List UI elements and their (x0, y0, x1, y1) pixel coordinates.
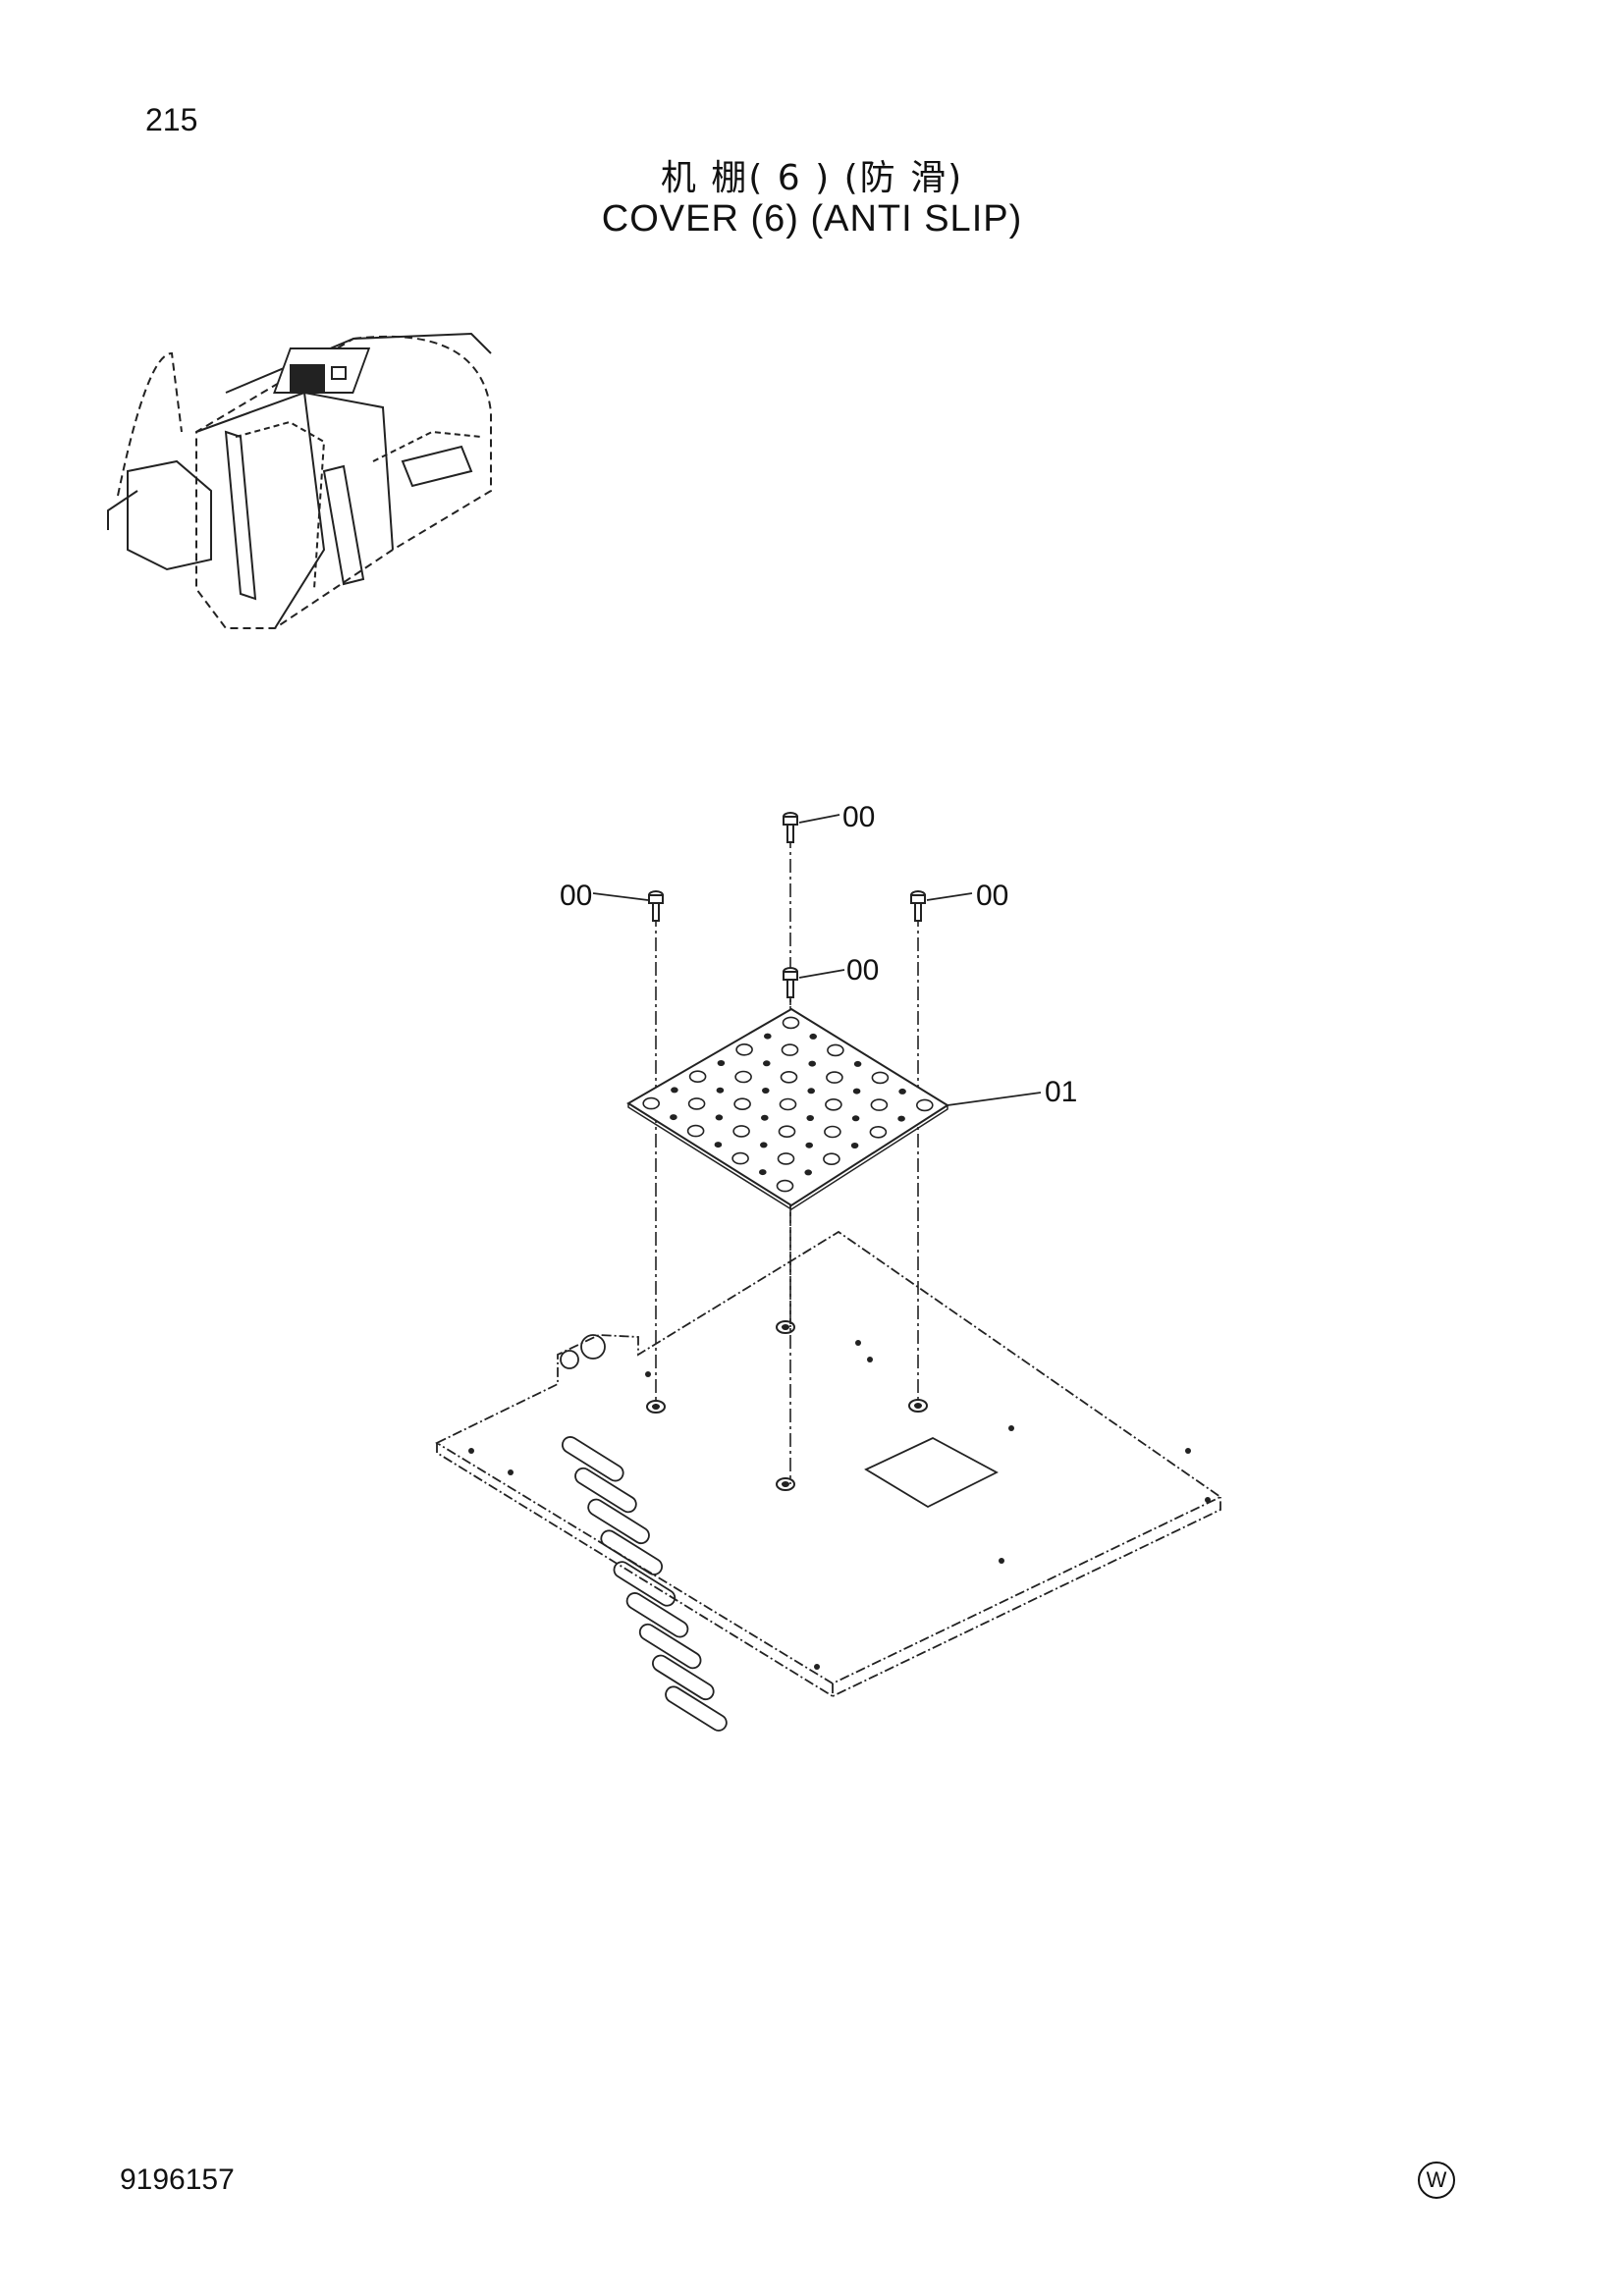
dimple-hole (716, 1087, 725, 1094)
callout-bolt-left: 00 (560, 880, 592, 912)
dimple (871, 1071, 890, 1085)
dimple (778, 1125, 796, 1138)
anti-slip-plate (626, 1007, 949, 1210)
dimple-hole (850, 1143, 859, 1149)
dimple (827, 1043, 844, 1057)
dimple-hole (807, 1088, 816, 1095)
bolt-right (910, 890, 926, 922)
bolt-left (648, 890, 664, 922)
page-number: 215 (145, 102, 198, 137)
bolt-center (783, 967, 798, 998)
dimple-hole (717, 1060, 726, 1067)
mounting-bosses (646, 1320, 928, 1491)
dimple-hole (809, 1033, 818, 1040)
dimple (779, 1097, 797, 1111)
callout-bolt-right: 00 (976, 880, 1008, 912)
dimple (688, 1070, 707, 1083)
base-cover-plate (435, 1230, 1222, 1698)
anti-slip-highlight (290, 364, 347, 392)
dimple (734, 1070, 752, 1084)
dimple (824, 1125, 841, 1139)
dimple-hole (762, 1060, 771, 1067)
dimple-hole (806, 1115, 815, 1122)
dimple-hole (760, 1114, 769, 1121)
dimple (826, 1071, 843, 1084)
dimple-hole (715, 1114, 724, 1121)
dimple-hole (714, 1142, 723, 1148)
dimple-hole (852, 1088, 861, 1095)
dimple (642, 1096, 661, 1110)
dimple (731, 1151, 749, 1165)
bolts (648, 812, 926, 998)
dimple (776, 1179, 794, 1193)
callout-plate: 01 (1045, 1076, 1077, 1108)
dimple-hole (853, 1060, 862, 1067)
dimple (781, 1043, 799, 1056)
dimple-hole (851, 1115, 860, 1122)
base-plate-holes (468, 1340, 1211, 1670)
dimple (733, 1097, 751, 1110)
dimple-hole (805, 1142, 814, 1148)
dimple-hole (758, 1169, 767, 1176)
callout-bolt-top: 00 (842, 801, 875, 833)
dimple (782, 1016, 800, 1030)
dimple (687, 1097, 706, 1110)
dimple (686, 1124, 705, 1138)
title-chinese: 机 棚( 6 ) (防 滑) (660, 158, 964, 198)
dimple (823, 1152, 840, 1165)
dimple-hole (808, 1060, 817, 1067)
dimple (870, 1098, 889, 1111)
dimple (777, 1152, 795, 1165)
leader-lines (592, 814, 1042, 1106)
dimple (735, 1043, 753, 1056)
dimple-hole (671, 1087, 678, 1094)
dimple-hole (898, 1088, 906, 1095)
dimple-hole (759, 1142, 768, 1148)
dimple (825, 1098, 842, 1111)
dimple-hole (897, 1115, 905, 1122)
callout-bolt-center: 00 (846, 954, 879, 987)
dimple (732, 1125, 750, 1138)
dimple-hole (804, 1169, 813, 1176)
dimple (915, 1098, 934, 1112)
dimple-hole (670, 1114, 677, 1121)
dimple (780, 1071, 798, 1084)
watermark-symbol: W (1418, 2162, 1455, 2199)
ventilation-slots (561, 1436, 728, 1732)
dimple-hole (763, 1033, 772, 1040)
machine-thumbnail (107, 332, 492, 629)
document-id: 9196157 (120, 2163, 235, 2196)
bolt-top (783, 812, 798, 843)
dimple-hole (761, 1088, 770, 1095)
title-english: COVER (6) (ANTI SLIP) (601, 198, 1023, 240)
dimple (869, 1126, 888, 1139)
